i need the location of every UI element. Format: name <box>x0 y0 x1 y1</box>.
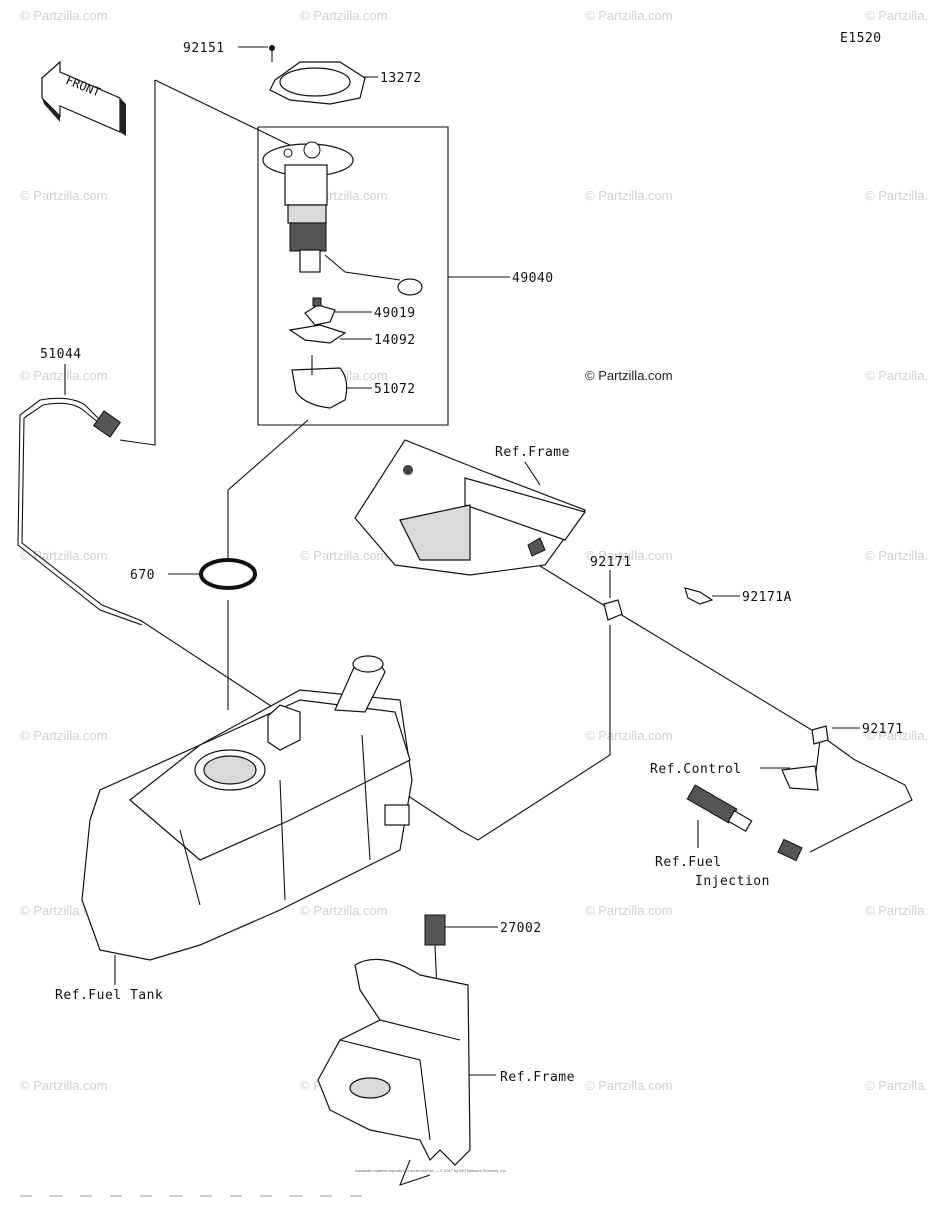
callout-13272[interactable]: 13272 <box>380 71 422 86</box>
fuel-pump-assembly <box>262 141 423 296</box>
clamp-icon <box>603 599 623 621</box>
callout-49040[interactable]: 49040 <box>512 271 554 286</box>
callout-92171a[interactable]: 92171A <box>742 590 792 605</box>
watermark: © Partzilla.com <box>865 903 928 918</box>
ref-frame-label: Ref.Frame <box>500 1070 575 1085</box>
watermark: © Partzilla.com <box>20 368 108 383</box>
watermark: © Partzilla.com <box>585 903 673 918</box>
ref-fuel-tank-label: Ref.Fuel Tank <box>55 988 163 1003</box>
watermark-layer: © Partzilla.com © Partzilla.com © Partzi… <box>20 8 928 1093</box>
diagram-code: E1520 <box>840 31 882 46</box>
watermark: © Partzilla.com <box>865 728 928 743</box>
watermark: © Partzilla.com <box>585 1078 673 1093</box>
watermark: © Partzilla.com <box>585 8 673 23</box>
watermark: © Partzilla.com <box>865 8 928 23</box>
ref-fuel-injection-label: Injection <box>695 874 770 889</box>
assembly-lines <box>119 79 856 841</box>
ref-control-label: Ref.Control <box>650 762 742 777</box>
clamp-icon <box>684 587 714 605</box>
watermark: © Partzilla.com <box>865 188 928 203</box>
o-ring <box>199 558 257 590</box>
watermark: © Partzilla.com <box>865 1078 928 1093</box>
watermark: © Partzilla.com <box>300 8 388 23</box>
callout-27002[interactable]: 27002 <box>500 921 542 936</box>
fuel-filter <box>304 297 336 326</box>
callout-92171[interactable]: 92171 <box>590 555 632 570</box>
callout-51072[interactable]: 51072 <box>374 382 416 397</box>
watermark: © Partzilla.com <box>585 188 673 203</box>
callout-92171[interactable]: 92171 <box>862 722 904 737</box>
fuel-tank <box>81 655 413 961</box>
pump-cup <box>291 355 348 409</box>
watermark: © Partzilla.com <box>585 728 673 743</box>
control-bracket <box>781 765 819 791</box>
fuel-hose <box>17 397 143 626</box>
frame-top <box>354 439 586 576</box>
watermark: © Partzilla.com <box>300 903 388 918</box>
ref-fuel-injection-label: Ref.Fuel <box>655 855 722 870</box>
footer-copyright: Kawasaki material reproduced under licen… <box>355 1168 507 1173</box>
cover-plate <box>288 324 347 344</box>
front-arrow-icon: FRONT <box>41 60 126 136</box>
callout-49019[interactable]: 49019 <box>374 306 416 321</box>
watermark: © Partzilla.com <box>300 548 388 563</box>
callout-14092[interactable]: 14092 <box>374 333 416 348</box>
screw-icon <box>269 45 275 62</box>
leader-lines <box>64 46 860 1076</box>
ref-frame-label: Ref.Frame <box>495 445 570 460</box>
watermark: © Partzilla.com <box>20 1078 108 1093</box>
callout-670[interactable]: 670 <box>130 568 155 583</box>
injection-hose <box>777 759 913 862</box>
frame-bottom <box>317 958 471 1186</box>
watermark: © Partzilla.com <box>20 188 108 203</box>
watermark: © Partzilla.com <box>585 548 673 563</box>
watermark: © Partzilla.com <box>20 728 108 743</box>
watermark: © Partzilla.com <box>865 368 928 383</box>
assembly-bracket <box>257 126 449 426</box>
watermark: © Partzilla.com <box>865 548 928 563</box>
callout-92151[interactable]: 92151 <box>183 41 225 56</box>
clamp-icon <box>811 725 829 745</box>
watermark: © Partzilla.com <box>20 8 108 23</box>
callout-51044[interactable]: 51044 <box>40 347 82 362</box>
watermark: © Partzilla.com <box>20 548 108 563</box>
gasket-plate <box>269 61 366 105</box>
fuel-injector <box>686 784 753 833</box>
watermark-dark: © Partzilla.com <box>585 368 673 383</box>
